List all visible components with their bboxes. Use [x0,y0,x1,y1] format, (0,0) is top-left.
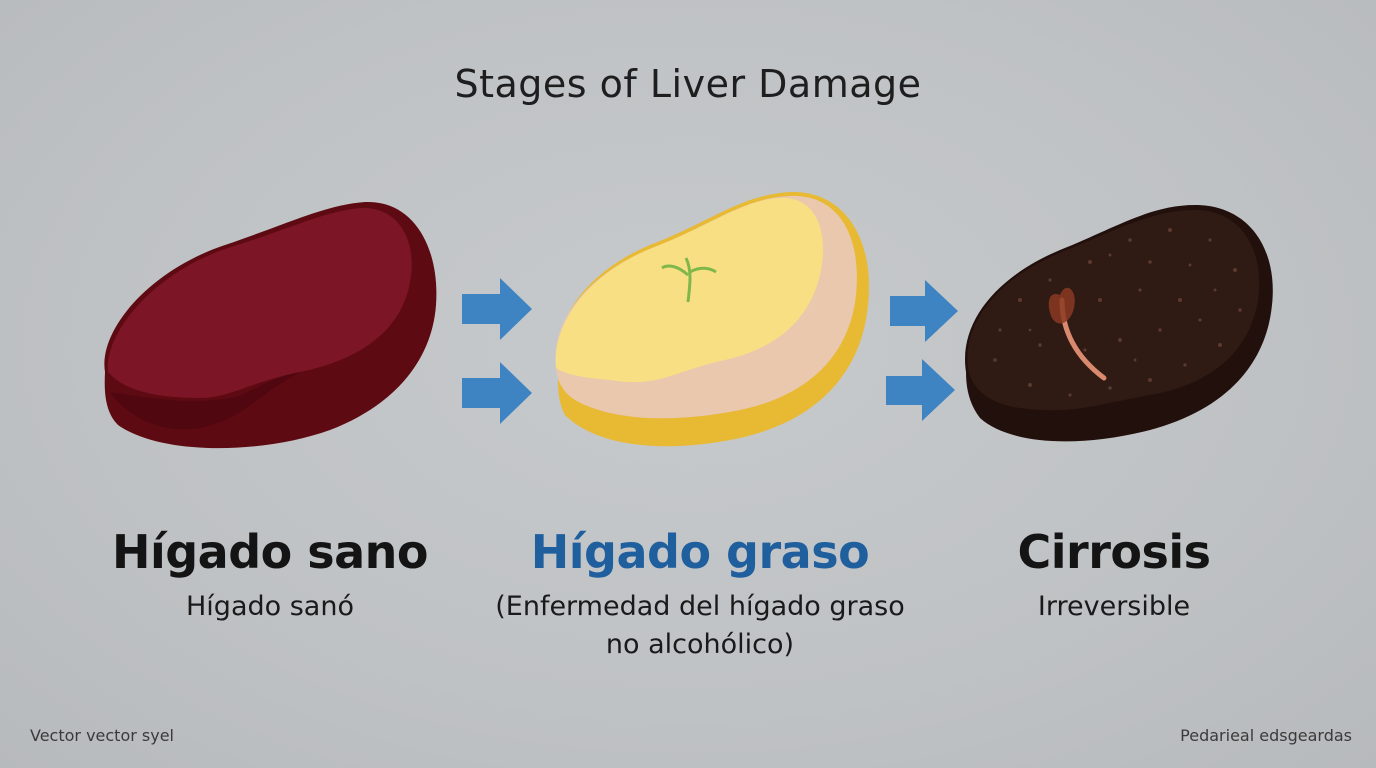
stage-cirrhosis-subtitle: Irreversible [1037,591,1191,622]
healthy-liver-icon [104,201,437,449]
footer-left-text: Vector vector syel [30,726,174,745]
fatty-liver-icon [555,191,870,447]
arrow-right-icon [890,280,958,342]
stage-fatty-name: Hígado graso [530,525,870,579]
stage-fatty: Hígado graso (Enfermedad del hígado gras… [480,524,920,664]
stage-fatty-subtitle-line2: no alcohólico) [605,629,795,660]
stage-fatty-subtitle-line1: (Enfermedad del hígado graso [495,591,905,622]
stage-healthy-subtitle: Hígado sanó [186,591,354,622]
stage-cirrhosis-name: Cirrosis [1017,525,1211,579]
stage-healthy: Hígado sano Hígado sanó [50,524,490,626]
stage-healthy-name: Hígado sano [111,525,429,579]
arrow-right-icon [886,359,955,421]
stage-fatty-subtitle: (Enfermedad del hígado graso no alcohóli… [480,588,920,664]
arrow-right-icon [462,278,532,340]
stage-cirrhosis: Cirrosis Irreversible [894,524,1334,626]
arrow-right-icon [462,362,532,424]
page-title: Stages of Liver Damage [454,62,922,106]
footer-right-text: Pedarieal edsgeardas [1180,726,1352,745]
cirrhotic-liver-icon [965,205,1273,442]
